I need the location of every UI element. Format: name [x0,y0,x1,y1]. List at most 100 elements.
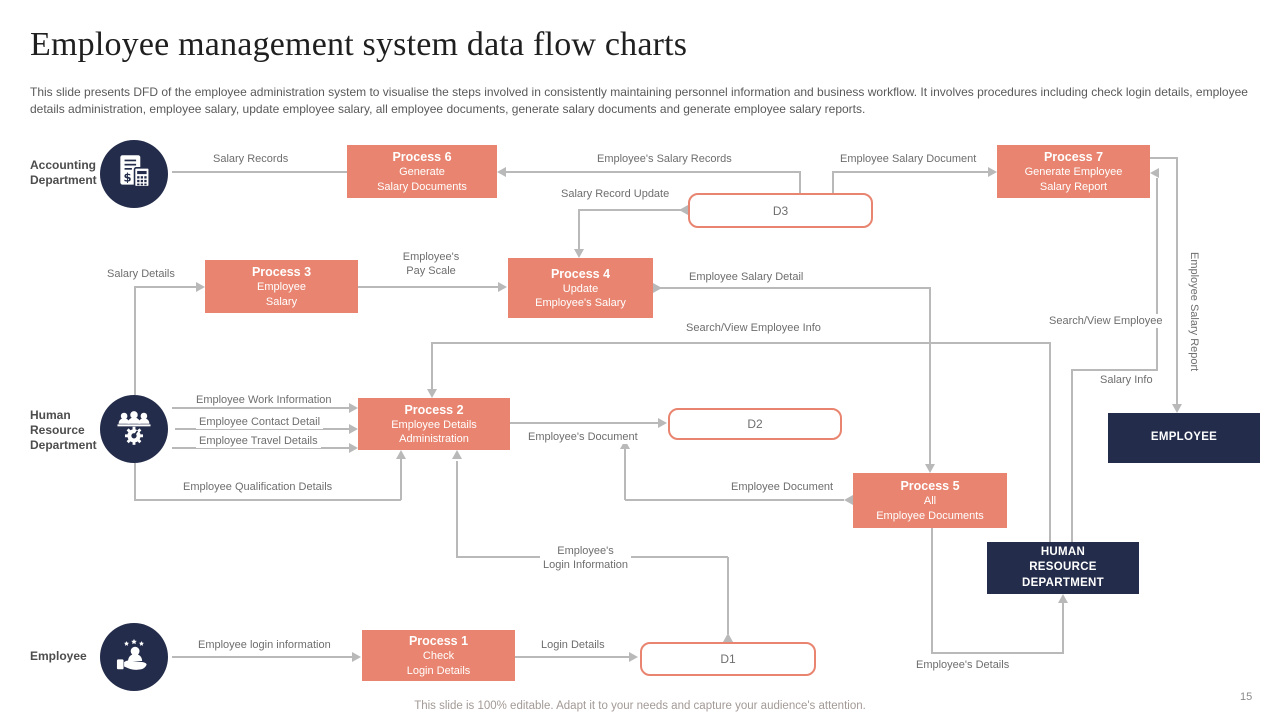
flow-label-salary-record-update: Salary Record Update [558,187,673,202]
process-1-box: Process 1 Check Login Details [362,630,515,681]
employee-entity-label: Employee [30,649,87,663]
flow-label-employee-salary-document: Employee Salary Document [837,152,980,167]
arrowhead [452,450,462,459]
process-6-subtitle: Generate Salary Documents [377,166,467,193]
process-6-title: Process 6 [392,150,452,165]
team-gear-icon [112,405,156,454]
datastore-d1: D1 [640,642,816,676]
flow-line [400,459,402,500]
process-3-title: Process 3 [251,265,312,280]
process-1-subtitle: Check Login Details [406,650,471,677]
flow-line [456,461,458,557]
flow-line [358,286,498,288]
process-7-box: Process 7 Generate Employee Salary Repor… [997,145,1150,198]
flow-label-employee-work-information: Employee Work Information [193,393,335,408]
human-resource-department-label: Human Resource Department [30,408,97,452]
flow-label-salary-info: Salary Info [1097,373,1156,388]
flow-line [655,287,930,289]
process-5-subtitle: All Employee Documents [876,495,984,522]
process-2-box: Process 2 Employee Details Administratio… [358,398,510,450]
accounting-department-label: Accounting Department [30,158,97,187]
slide-description: This slide presents DFD of the employee … [30,85,1248,117]
flow-line [510,422,658,424]
process-7-title: Process 7 [1043,150,1104,165]
process-2-title: Process 2 [404,402,464,417]
flow-line [134,499,401,501]
flow-line [931,652,1063,654]
flow-line [1156,178,1158,370]
flow-line [1176,157,1178,404]
arrowhead [1058,594,1068,603]
arrowhead [196,282,205,292]
invoice-calculator-icon: $ [113,151,155,198]
flow-line [1049,343,1051,542]
flow-label-employee-salary-report: Employee Salary Report [1188,252,1200,372]
flow-label-employee-salary-detail: Employee Salary Detail [686,270,807,285]
flow-line [832,172,834,193]
flow-line [172,407,349,409]
flow-line [625,499,844,501]
process-4-title: Process 4 [550,266,611,281]
datastore-d3-label: D3 [772,203,789,218]
process-6-box: Process 6 Generate Salary Documents [347,145,497,198]
arrowhead [1150,168,1159,178]
flow-label-salary-details: Salary Details [104,267,178,282]
arrowhead [349,443,358,453]
flow-line [799,172,801,193]
flow-line [1150,157,1177,159]
flow-label-employees-login-information: Employee's Login Information [540,544,631,573]
flow-line [929,287,931,464]
arrowhead [574,249,584,258]
process-1-title: Process 1 [408,634,469,649]
flow-line [579,209,688,211]
arrowhead [844,495,853,505]
flow-label-search-view-employee-info: Search/View Employee Info [683,321,824,336]
flow-line [431,342,1051,344]
flow-label-employee-login-information: Employee login information [195,638,334,653]
arrowhead [658,418,667,428]
flow-line [832,171,988,173]
flow-label-employees-pay-scale: Employee's Pay Scale [393,250,469,279]
flow-line [1062,603,1064,654]
process-3-subtitle: Employee Salary [257,281,306,308]
arrowhead [679,205,688,215]
arrowhead [925,464,935,473]
flow-line [727,557,729,634]
arrowhead [1172,404,1182,413]
arrowhead [349,424,358,434]
flow-line [1071,370,1073,542]
process-3-box: Process 3 Employee Salary [205,260,358,313]
flow-line [1071,369,1158,371]
terminator-employee: EMPLOYEE [1108,413,1260,463]
flow-line [431,342,433,390]
flow-label-employees-salary-records: Employee's Salary Records [594,152,735,167]
flow-line [505,171,801,173]
employee-node [100,623,168,691]
page-number: 15 [1240,691,1253,703]
terminator-human-resource-department: HUMAN RESOURCE DEPARTMENT [987,542,1139,594]
human-resource-department-node [100,395,168,463]
flow-line [515,656,629,658]
arrowhead [427,389,437,398]
flow-line [134,286,196,288]
process-2-subtitle: Employee Details Administration [391,418,477,446]
flow-line [624,449,626,500]
flow-label-search-view-employee: Search/View Employee [1046,314,1166,329]
flow-label-employees-document: Employee's Document [525,430,641,445]
process-4-subtitle: Update Employee's Salary [535,282,626,310]
process-7-subtitle: Generate Employee Salary Report [1024,166,1123,193]
process-5-box: Process 5 All Employee Documents [853,473,1007,528]
datastore-d3: D3 [688,193,873,228]
accounting-department-node: $ [100,140,168,208]
process-5-title: Process 5 [900,479,960,494]
arrowhead [497,167,506,177]
arrowhead [396,450,406,459]
flow-line [172,171,347,173]
flow-label-employee-qualification-details: Employee Qualification Details [180,480,336,495]
arrowhead [498,282,507,292]
flow-line [134,463,136,500]
datastore-d2: D2 [668,408,842,440]
page-title: Employee management system data flow cha… [30,26,688,63]
arrowhead [352,652,361,662]
flow-label-employee-document: Employee Document [728,480,837,495]
